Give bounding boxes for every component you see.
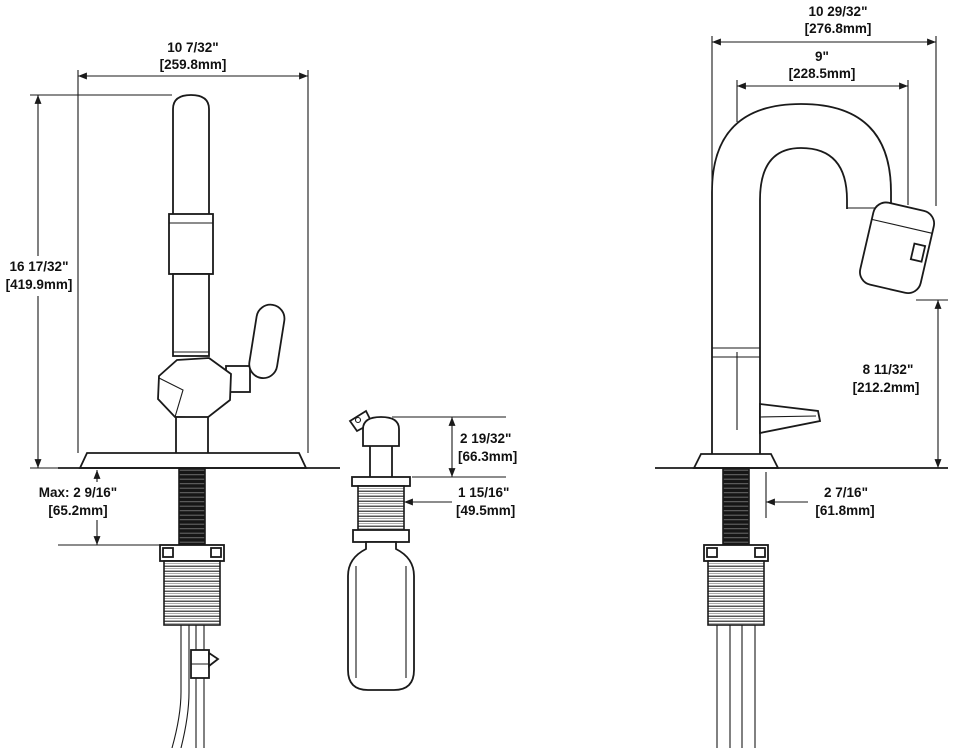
dim-height-mm: [419.9mm] [6,277,73,292]
threaded-shank [722,467,750,546]
dim-width-mm: [276.8mm] [805,21,872,36]
dim-reach-mm: [228.5mm] [789,66,856,81]
spray-head-facet-line [158,377,184,418]
deck-plate [78,452,308,469]
gooseneck-inner-curve [759,147,848,350]
nozzle-detail [354,416,362,424]
faucet-side-view: 10 7/32" [259.8mm] 16 17/32" [419.9mm] M… [4,40,340,748]
mounting-nut-threads [163,560,221,626]
spray-head-side [157,357,232,419]
pulldown-spray-head [859,201,935,294]
bracket-tab-left [706,547,718,558]
dim-thread-dia-mm: [49.5mm] [456,503,515,518]
mounting-nut-threads [707,560,765,626]
faucet-front-view: 10 29/32" [276.8mm] 9" [228.5mm] 8 11/32… [655,4,948,748]
supply-tube-line [171,625,182,748]
dim-spout-height-inches: 8 11/32" [863,362,914,377]
spray-head-seam [871,218,933,234]
dim-width-inches: 10 29/32" [809,4,868,19]
dim-head-height-mm: [66.3mm] [458,449,517,464]
dim-text-mask [4,256,76,296]
gooseneck-outer-curve [711,103,892,350]
dim-depth-mm: [259.8mm] [160,57,227,72]
pulldown-wand-section [168,213,214,275]
spray-head-body [859,201,935,294]
dim-thread-dia-inches: 1 15/16" [458,485,509,500]
bracket-tab-right [754,547,766,558]
body-column [175,416,209,455]
spout-lower-tube [172,273,210,357]
dispenser-flange [351,476,411,487]
spout-tube-outline [172,94,210,214]
dispenser-threads [357,485,405,531]
dispenser-nut [352,529,410,543]
dim-max-deck-inches: Max: 2 9/16" [39,485,117,500]
bracket-tab-left [162,547,174,558]
threaded-shank [178,467,206,546]
pump-head [362,416,400,447]
dim-spout-height-mm: [212.2mm] [853,380,920,395]
spray-head-button [909,242,927,263]
hose-fitting-tab [208,651,220,668]
dim-height-inches: 16 17/32" [10,259,69,274]
handle-detail-line [759,415,817,418]
handle-lever-front [759,402,822,435]
dim-head-height-inches: 2 19/32" [460,431,511,446]
dim-base-dia-mm: [61.8mm] [815,503,874,518]
handle-lever [248,303,286,379]
dim-base-dia-inches: 2 7/16" [824,485,868,500]
soap-dispenser-view: 2 19/32" [66.3mm] 1 15/16" [49.5mm] [347,409,517,691]
dim-depth-inches: 10 7/32" [167,40,218,55]
base-flange [692,453,780,469]
dim-text-mask [24,482,134,520]
supply-tube-line [180,625,190,748]
dim-reach-inches: 9" [815,49,829,64]
bracket-tab-right [210,547,222,558]
soap-bottle [347,541,415,691]
dim-max-deck-mm: [65.2mm] [48,503,107,518]
